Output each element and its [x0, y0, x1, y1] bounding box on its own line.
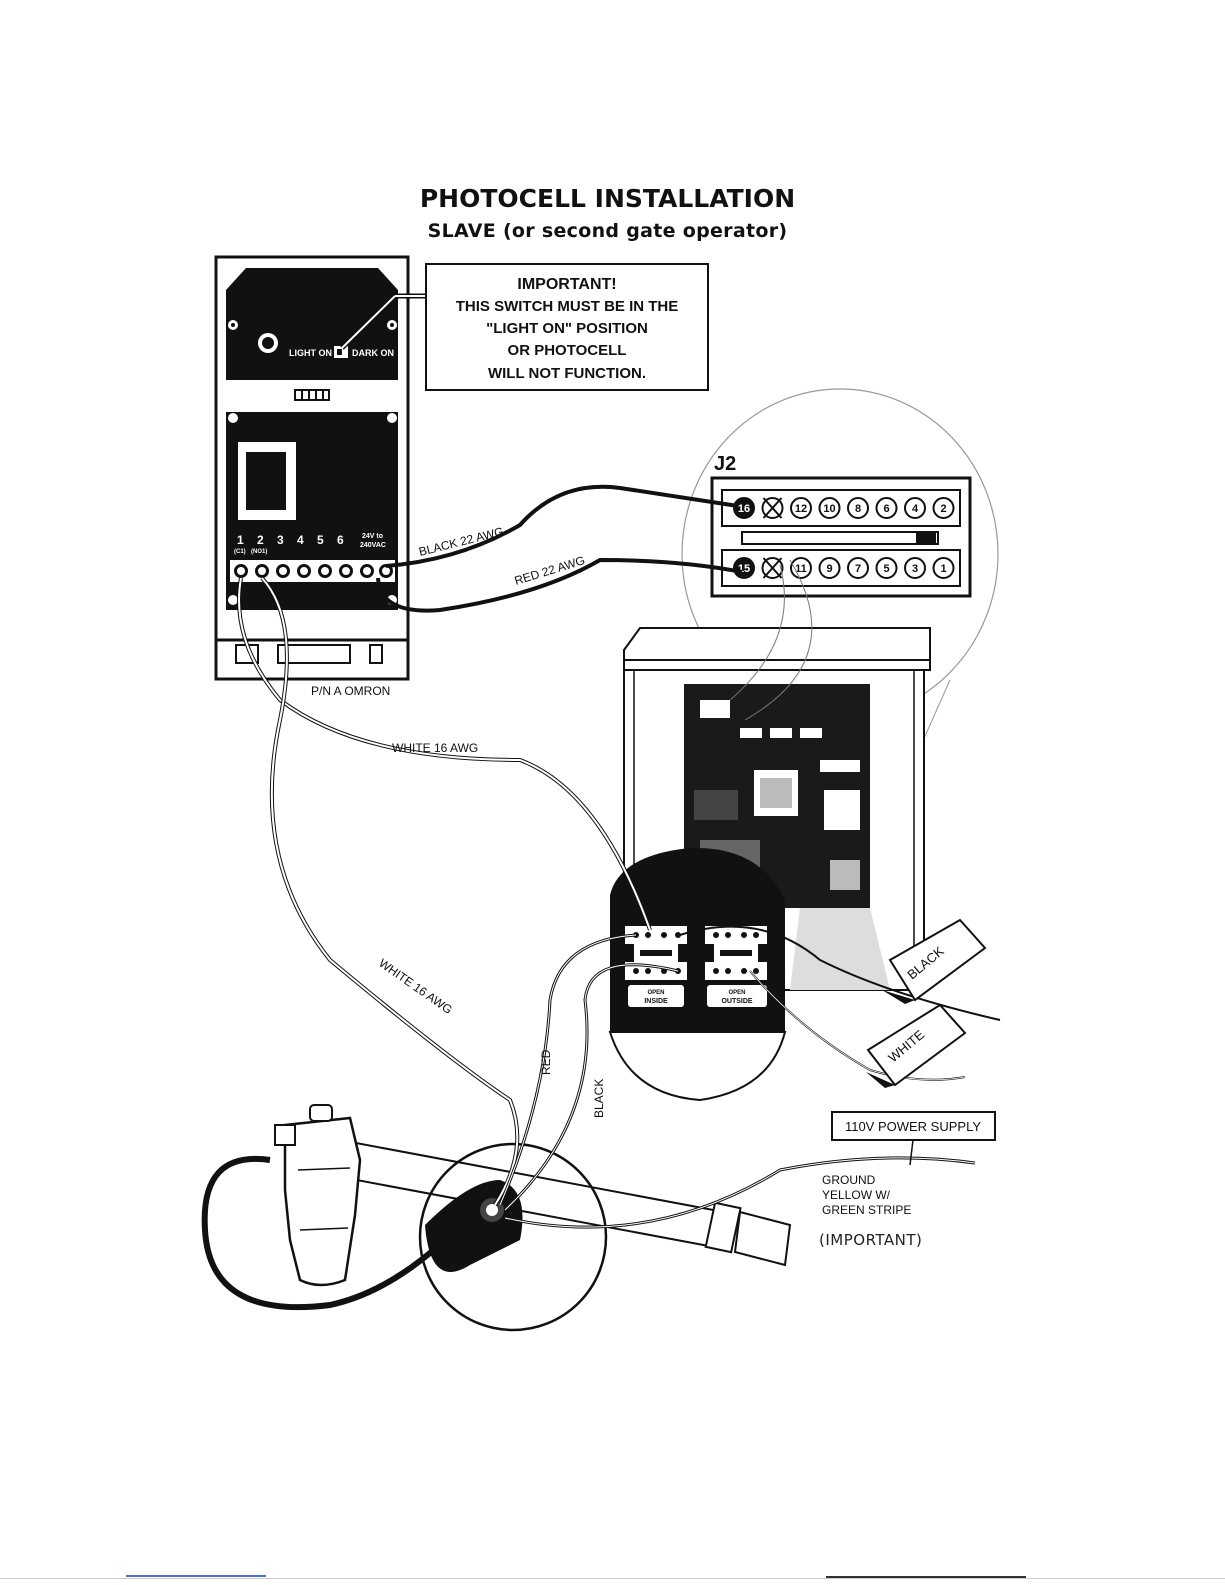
white-tag: WHITE	[866, 1003, 967, 1088]
j2-pin-16: 16	[733, 497, 755, 519]
terminal-label-5: 5	[317, 533, 324, 547]
j2-pin-13	[761, 557, 784, 579]
footer-link-line[interactable]	[126, 1575, 266, 1577]
important-note: (IMPORTANT)	[819, 1231, 923, 1249]
terminal-sub-no1: (NO1)	[251, 549, 267, 555]
j2-label: J2	[714, 453, 736, 475]
pin-removed-x-icon	[762, 557, 783, 579]
board-detail-circle: OPEN INSIDE OPEN OUTSIDE	[608, 847, 787, 1102]
j2-pin-label: 5	[883, 563, 889, 575]
power-supply-box	[831, 1111, 996, 1141]
j2-pin-label: 2	[940, 503, 946, 515]
black-wire-label: BLACK	[592, 1079, 606, 1118]
footer-rule	[0, 1578, 1225, 1579]
j2-pin-10: 10	[818, 497, 841, 519]
j2-pin-4: 4	[904, 497, 926, 519]
j2-pin-2: 2	[932, 497, 955, 519]
important-heading: IMPORTANT!	[517, 276, 616, 293]
ground-label-1: GROUND	[822, 1173, 876, 1187]
important-notice-box: IMPORTANT! THIS SWITCH MUST BE IN THE "L…	[425, 263, 709, 391]
j2-pin-3: 3	[904, 557, 926, 579]
black-tag: BLACK	[882, 918, 987, 1004]
j2-pin-label: 4	[912, 503, 919, 515]
page-title: PHOTOCELL INSTALLATION	[419, 184, 796, 213]
j2-connector: J2 16 12 10 8 6 4 2 15 11 9 7 5 3 1	[710, 453, 972, 598]
important-line-4: OR PHOTOCELL	[508, 342, 627, 359]
j2-pin-8: 8	[847, 497, 869, 519]
j2-pin-6: 6	[875, 497, 898, 519]
terminal-label-4: 4	[297, 533, 304, 547]
ground-label-2: YELLOW W/	[822, 1188, 891, 1202]
terminal-label-2: 2	[257, 533, 264, 547]
motor-detail-circle	[418, 1142, 608, 1332]
ground-label-3: GREEN STRIPE	[822, 1203, 911, 1217]
terminal-sub-c1: (C1)	[234, 549, 246, 555]
photocell-unit: LIGHT ON DARK ON 1 2 3 4 5 6 (C1) (NO1) …	[214, 255, 410, 698]
switch-label-light-on: LIGHT ON	[289, 348, 332, 358]
j2-pin-1: 1	[932, 557, 955, 579]
j2-pin-label: 10	[823, 503, 835, 515]
terminal-label-3: 3	[277, 533, 284, 547]
important-line-2: THIS SWITCH MUST BE IN THE	[456, 298, 679, 315]
j2-pin-label: 6	[883, 503, 889, 515]
j2-pin-14	[761, 497, 784, 519]
j2-pin-5: 5	[875, 557, 898, 579]
j2-pin-12: 12	[790, 497, 812, 519]
white-16-awg-label-top: WHITE 16 AWG	[392, 741, 478, 755]
terminal-strip	[230, 560, 395, 582]
j2-pin-label: 3	[912, 563, 918, 575]
red-wire-label: RED	[539, 1049, 553, 1075]
important-line-5: WILL NOT FUNCTION.	[488, 365, 646, 382]
j2-pin-label: 12	[795, 503, 807, 515]
open-outside-label-1: OPEN	[728, 990, 745, 996]
j2-pin-label: 8	[855, 503, 861, 515]
wires	[237, 484, 1001, 1229]
j2-pin-15: 15	[733, 557, 755, 579]
terminal-label-6: 6	[337, 533, 344, 547]
j2-pin-label: 9	[826, 563, 832, 575]
important-line-3: "LIGHT ON" POSITION	[486, 320, 648, 337]
j2-pin-11: 11	[790, 557, 812, 579]
power-supply-label: 110V POWER SUPPLY	[845, 1119, 981, 1134]
footer-line-right	[826, 1576, 1026, 1578]
voltage-label-2: 240VAC	[360, 542, 386, 549]
j2-pin-label: 1	[940, 563, 946, 575]
pin-removed-x-icon	[762, 497, 783, 519]
switch-label-dark-on: DARK ON	[352, 348, 394, 358]
voltage-label-1: 24V to	[362, 533, 383, 540]
terminal-label-1: 1	[237, 533, 244, 547]
part-number-label: P/N A OMRON	[311, 684, 390, 698]
j2-pin-9: 9	[818, 557, 841, 579]
j2-pin-7: 7	[847, 557, 869, 579]
j2-pin-label: 16	[738, 503, 750, 515]
open-outside-label-2: OUTSIDE	[721, 998, 752, 1005]
page-subtitle: SLAVE (or second gate operator)	[427, 220, 788, 242]
j2-pin-label: 7	[855, 563, 861, 575]
j2-pin-label: 11	[795, 563, 807, 575]
open-inside-label-1: OPEN	[647, 990, 664, 996]
open-inside-label-2: INSIDE	[644, 998, 668, 1005]
